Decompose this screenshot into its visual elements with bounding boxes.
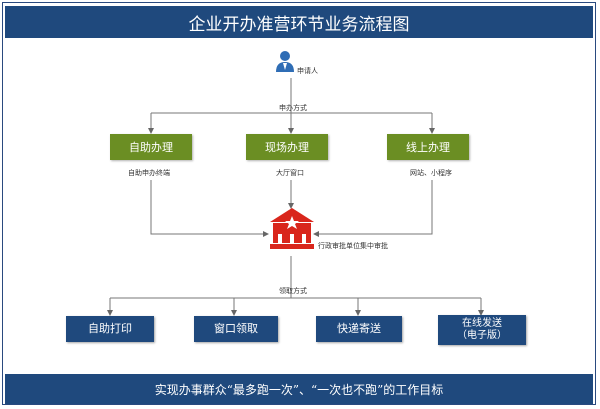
onsite-label: 现场办理 [265,141,309,154]
footer-banner: 实现办事群众“最多跑一次”、“一次也不跑”的工作目标 [5,374,593,404]
self-service-box: 自助办理 [110,134,192,160]
express-delivery-box: 快递寄送 [316,316,402,342]
onsite-sub: 大厅窗口 [276,169,304,177]
window-pickup-label: 窗口领取 [214,322,258,336]
online-send-label: 在线发送 [462,317,502,329]
online-send-box: 在线发送 （电子版） [438,315,526,345]
online-send-sublabel: （电子版） [457,330,507,341]
footer-text: 实现办事群众“最多跑一次”、“一次也不跑”的工作目标 [154,382,444,397]
online-label: 线上办理 [406,141,450,154]
online-box: 线上办理 [387,134,469,160]
self-service-label: 自助办理 [129,141,173,154]
applicant-label: 申请人 [297,67,318,75]
government-building-icon [270,208,314,249]
window-pickup-box: 窗口领取 [194,316,278,342]
connector-self-approval [150,180,269,237]
approval-label: 行政审批单位集中审批 [318,242,388,250]
onsite-box: 现场办理 [246,134,328,160]
person-icon [276,51,294,72]
receive-method-label: 领取方式 [279,287,307,295]
express-delivery-label: 快递寄送 [337,322,381,336]
outer-frame [2,2,596,405]
online-sub: 网站、小程序 [410,169,452,177]
self-service-sub: 自助申办终端 [128,169,170,177]
page-title: 企业开办准营环节业务流程图 [188,14,410,35]
self-print-box: 自助打印 [66,316,154,342]
title-banner: 企业开办准营环节业务流程图 [5,6,593,38]
self-print-label: 自助打印 [88,322,132,336]
connector-online-approval [313,180,433,237]
apply-method-label: 申办方式 [279,104,307,112]
